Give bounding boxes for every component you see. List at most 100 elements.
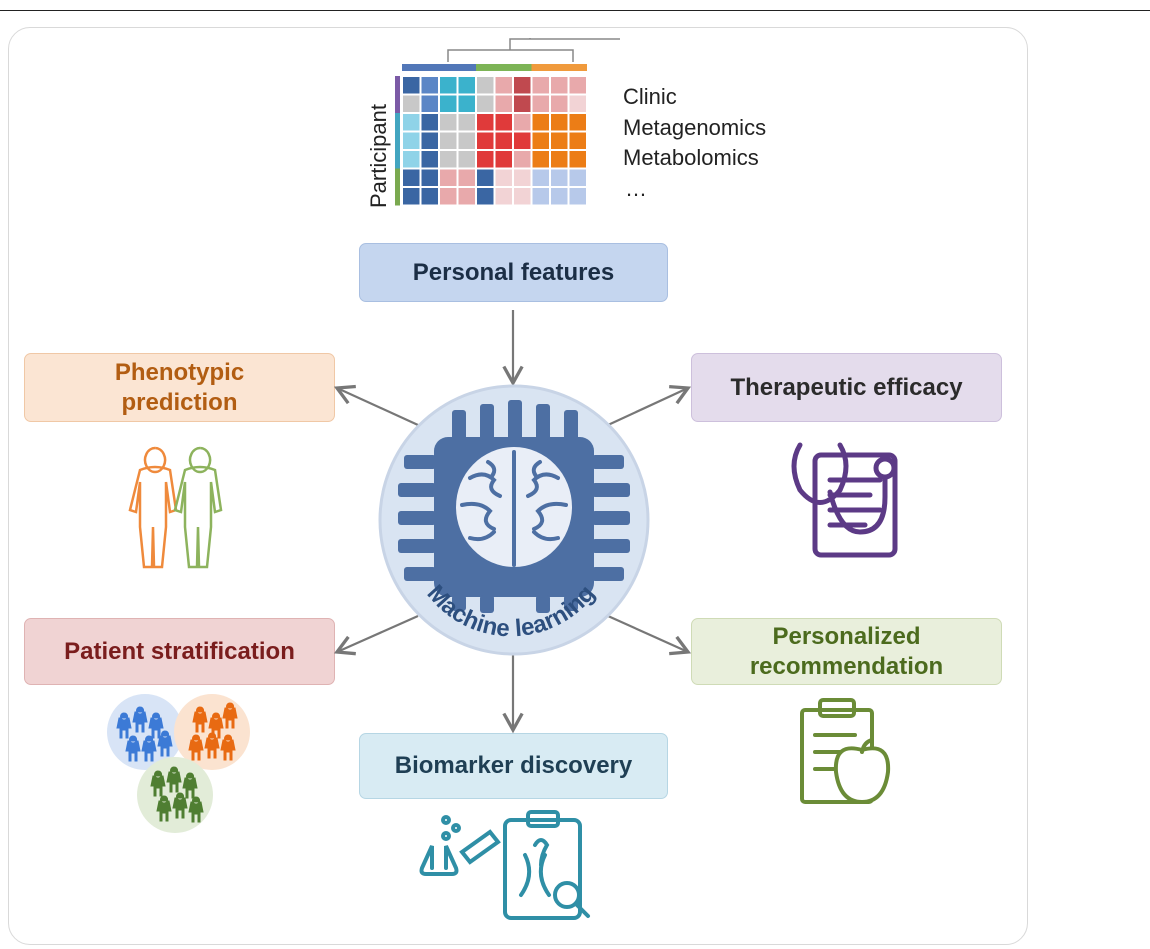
heatmap-cell xyxy=(440,95,457,112)
heatmap-cell xyxy=(403,114,420,131)
person-icon xyxy=(141,735,157,762)
heatmap-cell xyxy=(477,169,494,186)
personal-features-label: Personal features xyxy=(412,258,615,286)
heatmap-cell xyxy=(403,151,420,168)
patient-stratification-label: Patient stratification xyxy=(64,637,295,665)
heatmap-row-group xyxy=(395,76,400,113)
patient-stratification-box: Patient stratification xyxy=(24,618,335,685)
heatmap-cell xyxy=(477,151,494,168)
phenotypic-prediction-box: Phenotypic prediction xyxy=(24,353,335,422)
arrow-to-phenotypic xyxy=(333,384,419,427)
diet-plan-icon xyxy=(800,698,891,805)
person-icon xyxy=(125,735,141,762)
heatmap-cell xyxy=(514,169,531,186)
heatmap-cell xyxy=(477,77,494,94)
heatmap-cell xyxy=(495,151,512,168)
personalized-recommendation-line1: Personalized xyxy=(772,622,921,650)
legend-clinic: Clinic xyxy=(623,84,677,109)
heatmap-cell xyxy=(514,151,531,168)
person-icon xyxy=(182,772,198,799)
therapeutic-efficacy-label: Therapeutic efficacy xyxy=(730,373,963,401)
heatmap-cell xyxy=(403,95,420,112)
heatmap-cell xyxy=(440,132,457,149)
heatmap-cell xyxy=(551,132,568,149)
heatmap-cell xyxy=(458,151,475,168)
legend-ellipsis: … xyxy=(625,176,647,201)
heatmap-cell xyxy=(532,132,549,149)
top-rule xyxy=(0,10,1150,11)
heatmap-cell xyxy=(569,95,586,112)
arrow-to-therapeutic xyxy=(607,384,692,426)
heatmap-cell xyxy=(514,77,531,94)
heatmap-cell xyxy=(403,188,420,205)
heatmap-cell xyxy=(514,114,531,131)
heatmap-cell xyxy=(551,95,568,112)
heatmap-column-group xyxy=(531,64,587,71)
heatmap-cell xyxy=(440,114,457,131)
heatmap-cell xyxy=(421,95,438,112)
person-icon xyxy=(132,706,148,733)
therapeutic-efficacy-box: Therapeutic efficacy xyxy=(691,353,1002,422)
heatmap-cell xyxy=(440,151,457,168)
heatmap-cell xyxy=(569,132,586,149)
heatmap-cell xyxy=(569,188,586,205)
heatmap-cell xyxy=(495,95,512,112)
heatmap-cell xyxy=(477,95,494,112)
heatmap-cell xyxy=(421,169,438,186)
heatmap-cell xyxy=(514,188,531,205)
heatmap-row-group xyxy=(395,113,400,169)
heatmap-cell xyxy=(569,151,586,168)
person-icon xyxy=(166,766,182,793)
heatmap-cell xyxy=(495,77,512,94)
heatmap-cell xyxy=(569,114,586,131)
phenotypic-prediction-line1: Phenotypic xyxy=(114,358,245,386)
heatmap-cell xyxy=(403,132,420,149)
heatmap-cell xyxy=(532,169,549,186)
heatmap-cell xyxy=(495,114,512,131)
phenotypic-prediction-line2: prediction xyxy=(121,388,238,416)
heatmap-cell xyxy=(495,169,512,186)
person-icon xyxy=(192,706,208,733)
heatmap-cell xyxy=(477,188,494,205)
heatmap-cell xyxy=(569,77,586,94)
person-icon xyxy=(157,730,173,757)
person-icon xyxy=(172,792,188,819)
person-icon xyxy=(208,712,224,739)
feature-heatmap xyxy=(395,38,620,206)
heatmap-cell xyxy=(458,114,475,131)
person-icon xyxy=(188,734,204,761)
heatmap-cell xyxy=(569,169,586,186)
person-icon xyxy=(116,712,132,739)
personalized-recommendation-box: Personalized recommendation xyxy=(691,618,1002,685)
person-icon xyxy=(150,770,166,797)
personal-features-box: Personal features xyxy=(359,243,668,302)
heatmap-cell xyxy=(421,114,438,131)
person-icon xyxy=(222,702,238,729)
legend-metagenomics: Metagenomics xyxy=(623,115,767,140)
person-icon xyxy=(204,732,220,759)
heatmap-dendrogram xyxy=(447,38,620,62)
heatmap-cell xyxy=(514,132,531,149)
heatmap-cell xyxy=(440,188,457,205)
heatmap-cell xyxy=(403,77,420,94)
heatmap-cell xyxy=(477,114,494,131)
heatmap-cell xyxy=(458,188,475,205)
heatmap-row-group xyxy=(395,168,400,206)
heatmap-cell xyxy=(440,77,457,94)
heatmap-cell xyxy=(421,188,438,205)
heatmap-cell xyxy=(551,151,568,168)
lab-discovery-icon xyxy=(419,810,590,920)
heatmap-cell xyxy=(532,114,549,131)
heatmap-cell xyxy=(514,95,531,112)
medical-record-icon xyxy=(791,442,898,558)
legend-metabolomics: Metabolomics xyxy=(623,145,759,170)
heatmap-column-group xyxy=(402,64,476,71)
personalized-recommendation-line2: recommendation xyxy=(749,652,944,680)
heatmap-cell xyxy=(458,77,475,94)
heatmap-cell xyxy=(495,132,512,149)
heatmap-cell xyxy=(551,77,568,94)
heatmap-cell xyxy=(403,169,420,186)
arrow-to-recommendation xyxy=(607,614,692,656)
heatmap-cell xyxy=(421,151,438,168)
biomarker-discovery-box: Biomarker discovery xyxy=(359,733,668,799)
